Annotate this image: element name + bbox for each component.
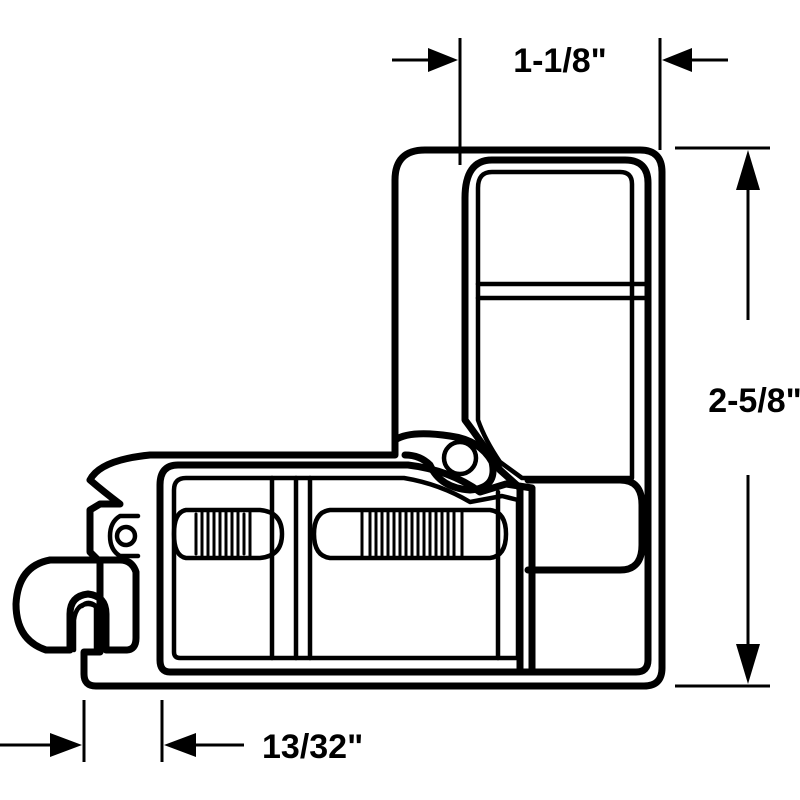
corner-bracket-part (12, 146, 666, 690)
arrow-down-icon (736, 644, 760, 684)
dimension-label-bottom-width: 13/32" (262, 728, 363, 766)
adjustment-screw-right (311, 507, 509, 561)
upper-leg-cavity (475, 169, 635, 481)
lower-leg-cavity (171, 475, 521, 661)
dimension-label-height: 2-5/8" (708, 382, 800, 420)
dimension-top-width: 1-1/8" (392, 38, 728, 165)
arrow-left-icon (662, 48, 692, 72)
corner-hook-eye (441, 439, 479, 477)
dimension-label-top-width: 1-1/8" (513, 42, 607, 80)
screw-housing-block (524, 476, 646, 574)
lower-leg-inner-frame (156, 461, 536, 676)
arrow-up-icon (736, 150, 760, 190)
end-clip (12, 556, 140, 654)
dimension-height: 2-5/8" (675, 146, 800, 688)
arrow-left-icon-bottom (164, 733, 196, 757)
dimension-bottom-width: 13/32" (0, 700, 363, 766)
left-notch (107, 513, 141, 559)
arrow-right-icon-bottom (50, 733, 82, 757)
corner-hook (391, 430, 497, 494)
part-outer-outline (80, 146, 666, 690)
screw-threads-right (368, 510, 456, 558)
screw-threads-left (194, 510, 246, 558)
left-notch-pin (114, 524, 138, 548)
upper-leg-inner-frame (461, 156, 652, 676)
adjustment-screw-left (171, 507, 285, 561)
arrow-right-icon (428, 48, 458, 72)
